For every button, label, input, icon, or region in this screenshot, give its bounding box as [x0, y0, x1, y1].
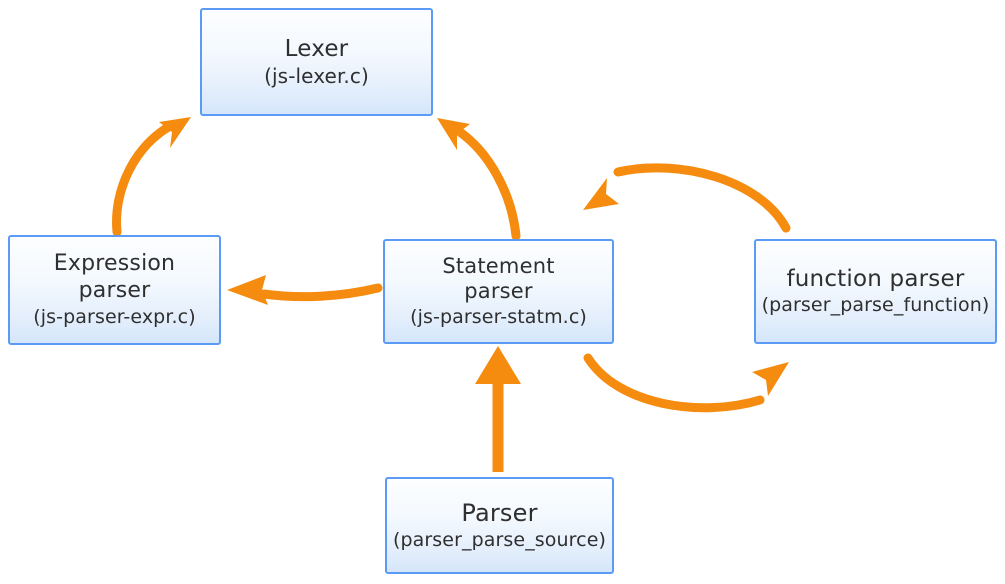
edge-statm-to-lexer — [437, 118, 521, 241]
node-statement-parser-subtitle: (js-parser-statm.c) — [410, 306, 587, 329]
node-function-parser-title: function parser — [786, 266, 965, 293]
edge-expr-to-lexer — [112, 117, 191, 237]
node-parser-subtitle: (parser_parse_source) — [392, 529, 607, 552]
edge-statm-to-func — [583, 353, 789, 413]
edge-func-to-statm — [583, 163, 791, 233]
node-function-parser[interactable]: function parser (parser_parse_function) — [754, 239, 997, 344]
node-parser-title: Parser — [461, 498, 538, 527]
node-parser[interactable]: Parser (parser_parse_source) — [385, 477, 614, 574]
node-expression-parser-subtitle: (js-parser-expr.c) — [33, 305, 196, 328]
node-function-parser-subtitle: (parser_parse_function) — [761, 294, 990, 317]
node-lexer[interactable]: Lexer (js-lexer.c) — [200, 8, 433, 116]
node-lexer-title: Lexer — [284, 36, 349, 63]
node-expression-parser[interactable]: Expression parser (js-parser-expr.c) — [8, 235, 221, 345]
node-lexer-subtitle: (js-lexer.c) — [264, 64, 369, 89]
node-statement-parser-title: Statement parser — [442, 253, 555, 304]
node-statement-parser[interactable]: Statement parser (js-parser-statm.c) — [383, 239, 614, 344]
edge-statm-to-expr — [227, 275, 383, 305]
edge-parser-to-statm — [475, 346, 521, 472]
node-expression-parser-title: Expression parser — [53, 251, 176, 303]
